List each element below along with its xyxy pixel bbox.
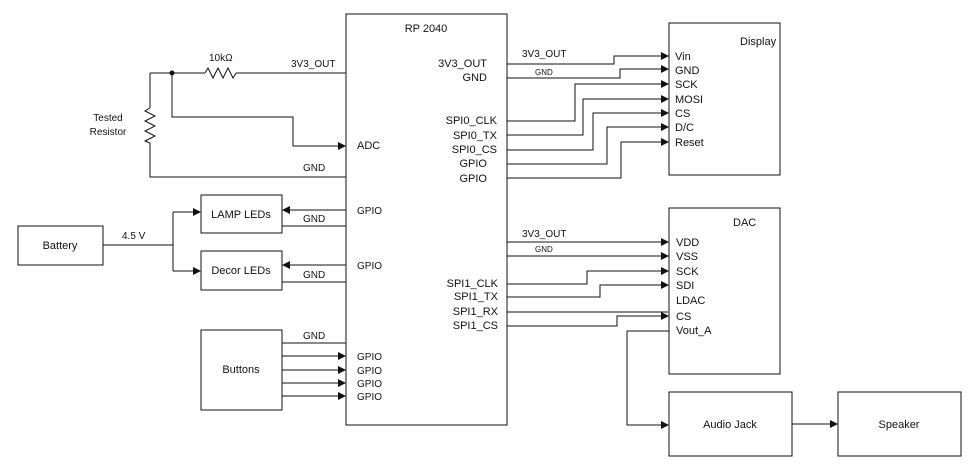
dac-box bbox=[668, 207, 781, 375]
display-pin-gnd: GND bbox=[675, 65, 700, 77]
pin-spi1-rx: SPI1_RX bbox=[453, 306, 499, 318]
rp2040-title: RP 2040 bbox=[405, 23, 448, 35]
decor-gpio-pin-label: GPIO bbox=[357, 261, 382, 272]
fixed-resistor-value: 10kΩ bbox=[209, 53, 233, 64]
button-gpio-label-4: GPIO bbox=[357, 392, 382, 403]
dac-pin-vss: VSS bbox=[676, 251, 698, 263]
display-pin-mosi: MOSI bbox=[675, 94, 703, 106]
resistor-gnd-label: GND bbox=[303, 163, 325, 174]
lamp-leds-label: LAMP LEDs bbox=[211, 209, 271, 221]
button-gpio-label-1: GPIO bbox=[357, 352, 382, 363]
adc-pin-label: ADC bbox=[357, 140, 380, 152]
battery-voltage-label: 4.5 V bbox=[122, 231, 146, 242]
tested-resistor-label-line2: Resistor bbox=[90, 127, 127, 138]
dac-pin-vout-a: Vout_A bbox=[676, 325, 712, 337]
button-gpio-label-3: GPIO bbox=[357, 379, 382, 390]
decor-leds-label: Decor LEDs bbox=[211, 265, 271, 277]
dac-gnd-label: GND bbox=[535, 245, 553, 254]
pin-spi1-cs: SPI1_CS bbox=[453, 320, 498, 332]
button-gpio-label-2: GPIO bbox=[357, 366, 382, 377]
display-pin-dc: D/C bbox=[675, 122, 694, 134]
display-pin-labels: Vin GND SCK MOSI CS D/C Reset bbox=[675, 51, 704, 149]
led-wires: GND GND bbox=[282, 206, 346, 283]
lamp-gpio-pin-label: GPIO bbox=[357, 206, 382, 217]
tested-resistor-label-line1: Tested bbox=[93, 113, 122, 124]
decor-gnd-label: GND bbox=[303, 270, 325, 281]
lamp-gnd-label: GND bbox=[303, 214, 325, 225]
buttons-gnd-label: GND bbox=[303, 331, 325, 342]
pin-gpio-reset: GPIO bbox=[459, 173, 487, 185]
display-pin-sck: SCK bbox=[675, 79, 698, 91]
wire-display-vin bbox=[507, 52, 669, 65]
speaker-box bbox=[837, 391, 962, 457]
pin-spi0-clk: SPI0_CLK bbox=[446, 115, 498, 127]
decor-leds-box bbox=[200, 250, 283, 291]
wire-display-reset bbox=[507, 138, 669, 179]
dac-pin-labels: VDD VSS SCK SDI LDAC CS Vout_A bbox=[676, 237, 712, 337]
pin-spi1-clk: SPI1_CLK bbox=[447, 278, 499, 290]
pin-3v3-out: 3V3_OUT bbox=[438, 58, 487, 70]
dac-pin-cs: CS bbox=[676, 311, 691, 323]
dac-pin-ldac: LDAC bbox=[676, 295, 705, 307]
display-gnd-label: GND bbox=[535, 68, 553, 77]
display-3v3-label: 3V3_OUT bbox=[522, 49, 566, 60]
display-wires: 3V3_OUT GND bbox=[507, 49, 669, 179]
display-box bbox=[668, 22, 781, 176]
dac-3v3-label: 3V3_OUT bbox=[522, 229, 566, 240]
fixed-resistor-symbol bbox=[204, 66, 237, 80]
audio-jack-box bbox=[668, 391, 793, 457]
pin-spi0-cs: SPI0_CS bbox=[452, 144, 497, 156]
spi0-pin-labels: 3V3_OUT GND SPI0_CLK SPI0_TX SPI0_CS GPI… bbox=[438, 58, 498, 185]
wire-display-gnd bbox=[507, 65, 669, 79]
wire-tested-gnd bbox=[149, 143, 346, 178]
wire-display-mosi bbox=[507, 95, 669, 136]
wire-dac-to-audio-jack bbox=[626, 330, 669, 429]
buttons-wires: GND bbox=[282, 331, 346, 400]
buttons-box bbox=[200, 329, 283, 411]
wire-display-dc bbox=[507, 123, 669, 165]
lamp-leds-box bbox=[200, 194, 283, 234]
buttons-label: Buttons bbox=[222, 364, 260, 376]
pin-gnd: GND bbox=[463, 72, 488, 84]
tested-resistor-symbol bbox=[143, 107, 157, 144]
rp2040-box bbox=[345, 13, 508, 426]
audio-jack-label: Audio Jack bbox=[703, 419, 757, 431]
wire-dac-cs bbox=[507, 312, 669, 327]
dac-pin-sdi: SDI bbox=[676, 280, 694, 292]
dac-wires: 3V3_OUT GND bbox=[507, 229, 838, 429]
dac-title: DAC bbox=[733, 217, 756, 229]
wire-display-cs bbox=[507, 109, 669, 151]
battery-label: Battery bbox=[43, 240, 78, 252]
pin-gpio-dc: GPIO bbox=[459, 158, 487, 170]
dac-pin-vdd: VDD bbox=[676, 237, 699, 249]
wire-display-sck bbox=[507, 80, 669, 122]
wire-dac-sdi bbox=[507, 281, 669, 298]
wire-to-adc bbox=[171, 73, 346, 150]
display-pin-reset: Reset bbox=[675, 137, 704, 149]
battery-circuit: 4.5 V bbox=[103, 208, 201, 275]
pin-spi1-tx: SPI1_TX bbox=[454, 291, 499, 303]
display-pin-vin: Vin bbox=[675, 51, 691, 63]
dac-pin-sck: SCK bbox=[676, 266, 699, 278]
speaker-label: Speaker bbox=[879, 419, 920, 431]
supply-label: 3V3_OUT bbox=[291, 59, 335, 70]
display-pin-cs: CS bbox=[675, 108, 690, 120]
display-title: Display bbox=[740, 36, 777, 48]
spi1-pin-labels: SPI1_CLK SPI1_TX SPI1_RX SPI1_CS bbox=[447, 278, 499, 332]
pin-spi0-tx: SPI0_TX bbox=[453, 130, 498, 142]
wire-dac-sck bbox=[507, 267, 669, 285]
resistor-circuit: 10kΩ Tested Resistor 3V3_OUT GND bbox=[90, 53, 346, 178]
